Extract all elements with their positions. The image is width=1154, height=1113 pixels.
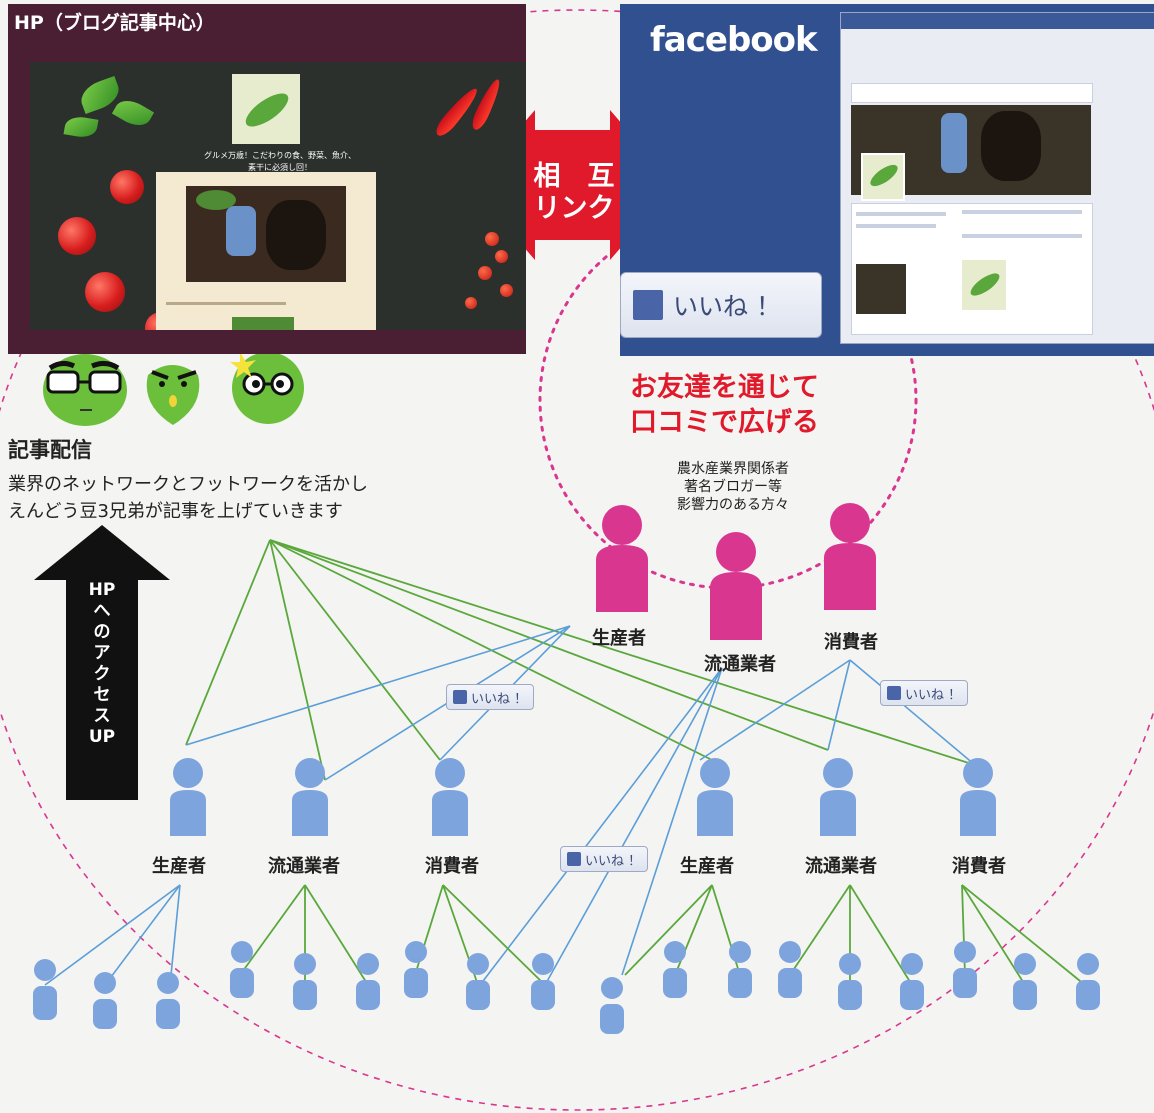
access-up-arrow-label: HPへのアクセスUP xyxy=(88,580,116,747)
pea-character-left-icon xyxy=(43,354,127,426)
middle-person-1 xyxy=(170,758,206,836)
bottom-person xyxy=(156,972,180,1029)
hp-caption: グルメ万歳！こだわりの食、野菜、魚介、 素干に必須し回！ xyxy=(204,151,356,172)
cherry-tomato-icon xyxy=(495,250,508,263)
cherry-tomato-icon xyxy=(485,232,499,246)
middle-person-5 xyxy=(820,758,856,836)
bottom-person xyxy=(93,972,117,1029)
middle-person-4 xyxy=(697,758,733,836)
tomato-icon xyxy=(85,272,125,312)
bottom-people xyxy=(33,941,1100,1034)
bottom-person xyxy=(663,941,687,998)
consumer-label: 消費者 xyxy=(952,856,1006,877)
pea-brothers xyxy=(43,352,304,426)
facebook-page-screenshot xyxy=(840,12,1154,344)
middle-person-6 xyxy=(960,758,996,836)
thumbs-up-icon xyxy=(633,290,663,320)
bottom-person xyxy=(1076,953,1100,1010)
basil-leaf-icon xyxy=(63,114,99,140)
large-dashed-circle xyxy=(0,9,1154,1111)
facebook-like-button[interactable]: いいね ！ xyxy=(620,272,822,338)
pea-post-image xyxy=(962,260,1006,310)
bottom-person xyxy=(778,941,802,998)
bottom-person xyxy=(1013,953,1037,1010)
bottom-person xyxy=(531,953,555,1010)
mutual-link-label-line2: リンク xyxy=(533,193,615,224)
producer-label: 生産者 xyxy=(680,856,734,877)
tomato-icon xyxy=(58,217,96,255)
bottom-person xyxy=(953,941,977,998)
tomato-icon xyxy=(110,170,144,204)
cherry-tomato-icon xyxy=(478,266,492,280)
like-badge: いいね ！ xyxy=(880,680,969,706)
like-badge: いいね ！ xyxy=(446,684,535,710)
distributor-label: 流通業者 xyxy=(805,856,877,877)
bottom-person xyxy=(230,941,254,998)
middle-people xyxy=(170,758,996,836)
mutual-link-label-line1: 相 互 xyxy=(533,161,615,192)
bottom-person xyxy=(33,959,57,1020)
influencer-distributor-label: 流通業者 xyxy=(704,654,776,675)
influencers-line3: 影響力のある方々 xyxy=(677,497,789,513)
influencer-distributor-person xyxy=(710,532,762,640)
bottom-person xyxy=(404,941,428,998)
article-delivery-title: 記事配信 xyxy=(8,438,92,462)
producer-label: 生産者 xyxy=(152,856,206,877)
cherry-tomato-icon xyxy=(465,297,477,309)
thumbs-up-icon xyxy=(567,852,581,866)
consumer-label: 消費者 xyxy=(425,856,479,877)
influencer-producer-person xyxy=(596,505,648,612)
thumbs-up-icon xyxy=(453,690,467,704)
word-of-mouth-line1: お友達を通じて xyxy=(630,372,819,403)
bottom-person xyxy=(356,953,380,1010)
bottom-person xyxy=(900,953,924,1010)
influencers-line2: 著名ブロガー等 xyxy=(684,479,782,495)
influencers-line1: 農水産業界関係者 xyxy=(677,461,789,477)
pea-pod-image xyxy=(232,74,300,144)
pea-character-middle-icon xyxy=(146,365,200,425)
facebook-logo: facebook xyxy=(650,20,818,60)
word-of-mouth-line2: 口コミで広げる xyxy=(630,407,819,438)
cherry-tomato-icon xyxy=(500,284,513,297)
small-dotted-circle xyxy=(538,210,918,590)
bottom-person xyxy=(600,977,624,1034)
chili-pepper-icon xyxy=(468,76,505,133)
influencer-consumer-person xyxy=(824,503,876,610)
basil-leaf-icon xyxy=(111,94,155,132)
profile-pea-image xyxy=(861,153,905,201)
article-photo xyxy=(186,186,346,282)
influencer-consumer-label: 消費者 xyxy=(824,632,878,653)
access-up-arrow xyxy=(34,525,170,800)
like-badge: いいね ！ xyxy=(560,846,649,872)
blue-lines-lower xyxy=(44,884,181,986)
bottom-person xyxy=(466,953,490,1010)
middle-person-2 xyxy=(292,758,328,836)
hp-blog-article-card xyxy=(156,172,376,330)
article-delivery-line2: えんどう豆3兄弟が記事を上げていきます xyxy=(8,501,343,522)
middle-person-3 xyxy=(432,758,468,836)
distributor-label: 流通業者 xyxy=(268,856,340,877)
pea-character-right-icon xyxy=(230,352,304,424)
influencer-producer-label: 生産者 xyxy=(592,628,646,649)
bottom-person xyxy=(728,941,752,998)
bottom-person xyxy=(293,953,317,1010)
thumbs-up-icon xyxy=(887,686,901,700)
chili-pepper-icon xyxy=(432,84,482,140)
hp-screenshot: グルメ万歳！こだわりの食、野菜、魚介、 素干に必須し回！ xyxy=(30,62,526,330)
bottom-person xyxy=(838,953,862,1010)
influencer-people xyxy=(596,503,876,640)
article-delivery-line1: 業界のネットワークとフットワークを活かし xyxy=(8,474,368,495)
hp-panel-title: HP（ブログ記事中心） xyxy=(14,12,215,34)
